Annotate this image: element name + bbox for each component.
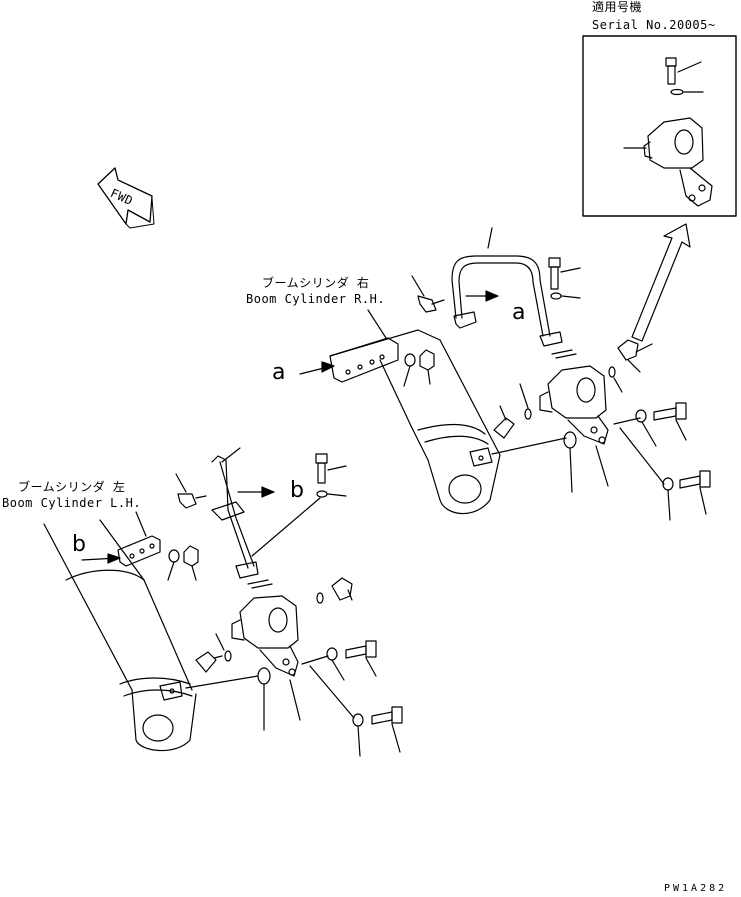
fwd-arrow bbox=[97, 167, 155, 229]
bolt-lh bbox=[315, 453, 347, 498]
marker-b-left: b bbox=[72, 532, 87, 557]
marker-a-right: a bbox=[512, 300, 526, 325]
pipe-lh bbox=[175, 447, 321, 589]
serial-inset bbox=[582, 35, 737, 217]
serial-number: Serial No.20005~ bbox=[592, 18, 716, 32]
drawing-code: PW1A282 bbox=[664, 883, 728, 894]
boom-cylinder-rh bbox=[299, 309, 501, 515]
boom-lh-jp: ブームシリンダ 左 bbox=[18, 480, 126, 494]
boom-cylinder-lh bbox=[43, 511, 199, 752]
boom-lh-en: Boom Cylinder L.H. bbox=[2, 496, 142, 510]
pipe-rh bbox=[411, 227, 577, 359]
boom-rh-en: Boom Cylinder R.H. bbox=[246, 292, 386, 306]
valve-rh bbox=[491, 339, 711, 521]
marker-b-right: b bbox=[290, 478, 305, 503]
boom-rh-jp: ブームシリンダ 右 bbox=[262, 276, 370, 290]
bolt-upper-rh bbox=[548, 257, 581, 300]
inset-arrow bbox=[631, 223, 691, 342]
valve-lh bbox=[185, 577, 403, 757]
serial-title-jp: 適用号機 bbox=[592, 0, 643, 14]
marker-a-left: a bbox=[272, 360, 286, 385]
